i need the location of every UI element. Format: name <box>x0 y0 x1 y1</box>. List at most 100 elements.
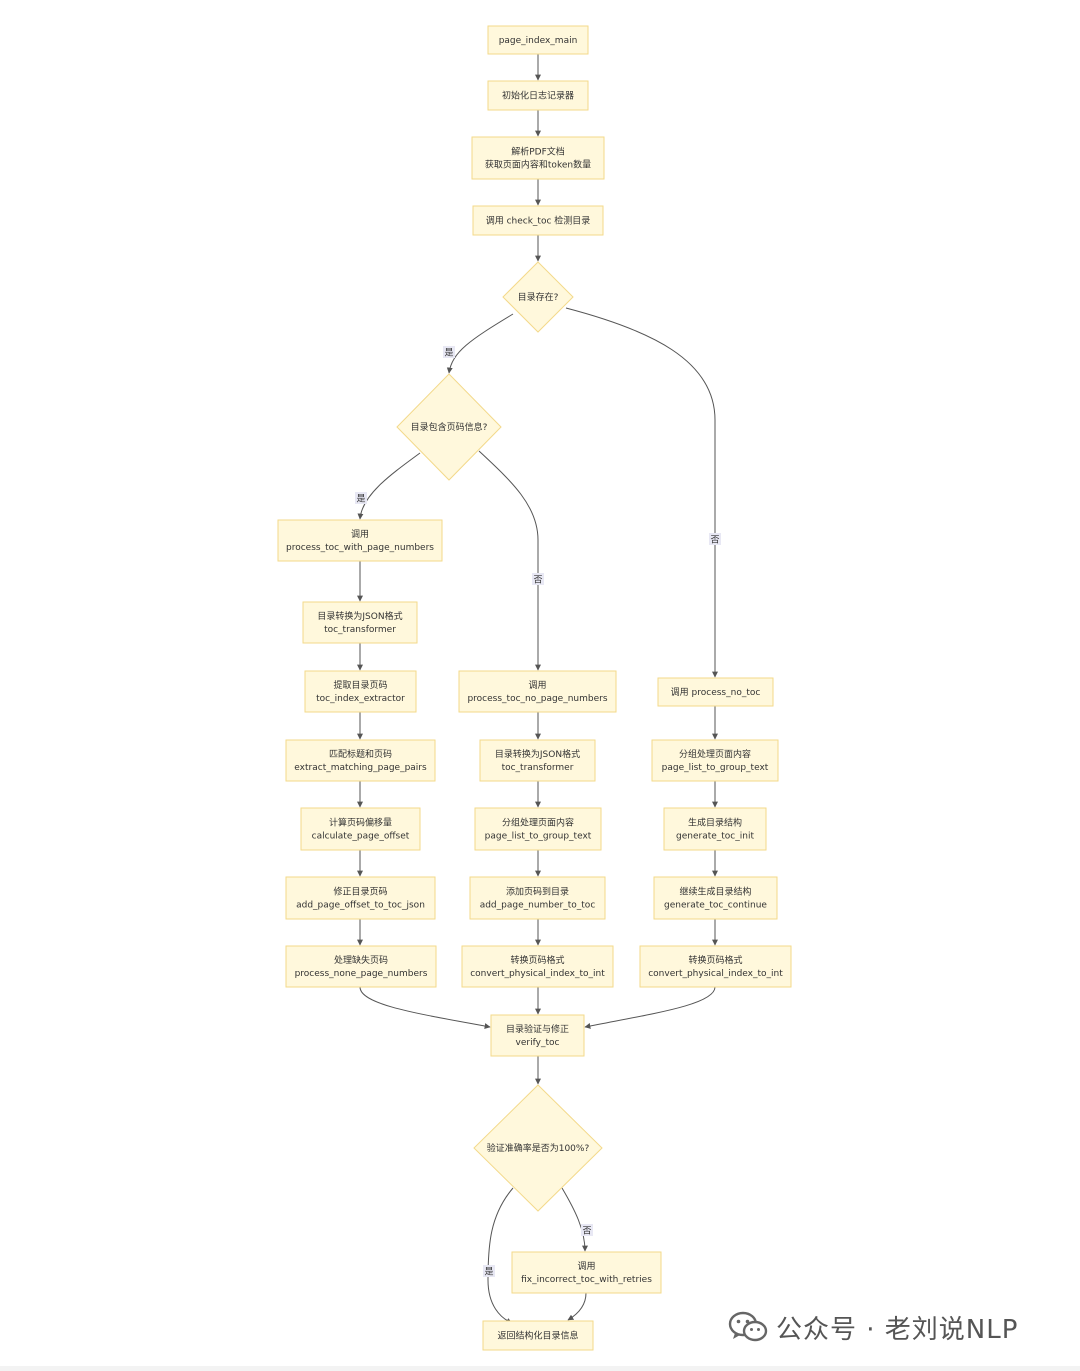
decision-diamond <box>473 1084 603 1212</box>
node-c1: 调用 process_no_toc <box>657 677 774 707</box>
node-label: convert_physical_index_to_int <box>470 969 605 979</box>
edge-label-bg <box>355 492 367 504</box>
node-box <box>285 739 436 782</box>
node-label: 获取页面内容和token数量 <box>485 159 591 171</box>
node-d-acc: 验证准确率是否为100%? <box>473 1084 603 1212</box>
node-label: 解析PDF文档 <box>511 146 565 158</box>
node-label: 转换页码格式 <box>510 954 564 966</box>
node-box <box>639 945 792 988</box>
node-box <box>458 670 617 713</box>
node-label: calculate_page_offset <box>312 832 410 842</box>
node-label: extract_matching_page_pairs <box>294 763 427 773</box>
edge-label-bg <box>483 1265 495 1277</box>
watermark-text: 公众号 · 老刘说NLP <box>776 1314 1019 1345</box>
edge-fix-end <box>567 1292 587 1321</box>
node-label: 修正目录页码 <box>333 886 387 898</box>
node-label: 转换页码格式 <box>688 954 742 966</box>
edge-label-bg <box>443 346 455 358</box>
node-box <box>277 519 443 562</box>
edge-exists-no <box>565 307 718 678</box>
label-pages-no: 否 <box>532 573 544 586</box>
edge-label-text: 是 <box>484 1267 493 1278</box>
node-label: 调用 <box>528 680 546 691</box>
edge-pages-no <box>478 450 541 671</box>
edge-label-text: 否 <box>533 575 542 586</box>
edge-label-bg <box>532 573 544 585</box>
edge-pages-yes <box>357 452 421 520</box>
node-label: 调用 process_no_toc <box>671 687 761 698</box>
label-pages-yes: 是 <box>355 492 367 505</box>
node-label: 调用 <box>577 1261 595 1272</box>
node-label: 添加页码到目录 <box>506 886 569 898</box>
node-a1: 调用 process_toc_with_page_numbers <box>277 519 443 562</box>
node-label: page_list_to_group_text <box>662 763 769 773</box>
bottom-divider <box>0 1366 1080 1371</box>
node-c5: 转换页码格式 convert_physical_index_to_int <box>639 945 792 988</box>
edge-label-bg <box>709 533 721 545</box>
node-box <box>474 807 602 851</box>
node-label: toc_index_extractor <box>316 694 405 704</box>
node-box <box>285 876 436 920</box>
node-box <box>490 1014 585 1057</box>
node-label: 目录验证与修正 <box>506 1023 569 1035</box>
node-logger: 初始化日志记录器 <box>487 80 589 111</box>
edge-acc-no <box>561 1187 588 1252</box>
decision-diamond <box>396 373 502 481</box>
watermark: 公众号 · 老刘说NLP <box>728 1305 1018 1349</box>
node-box <box>285 945 437 988</box>
node-label: 匹配标题和页码 <box>329 748 392 760</box>
edge-exists-yes <box>446 313 514 374</box>
node-label: verify_toc <box>516 1038 560 1048</box>
node-box <box>304 670 417 713</box>
node-end: 返回结构化目录信息 <box>482 1320 594 1351</box>
edge-label-bg <box>581 1224 593 1236</box>
node-b1: 调用 process_toc_no_page_numbers <box>458 670 617 713</box>
node-a5: 计算页码偏移量 calculate_page_offset <box>300 807 421 851</box>
node-box <box>461 945 614 988</box>
node-label: toc_transformer <box>324 625 396 635</box>
node-box <box>657 677 774 707</box>
node-label: 分组处理页面内容 <box>502 817 574 829</box>
node-box <box>663 807 767 851</box>
node-label: 初始化日志记录器 <box>502 90 574 102</box>
edge-label-text: 否 <box>710 535 719 546</box>
edge-label-text: 是 <box>356 494 365 505</box>
label-exists-no: 否 <box>709 533 721 546</box>
node-label: page_list_to_group_text <box>485 832 592 842</box>
label-acc-no: 否 <box>581 1224 593 1237</box>
node-label: page_index_main <box>499 36 578 46</box>
edges <box>357 54 718 1324</box>
node-box <box>302 601 418 644</box>
label-acc-yes: 是 <box>483 1265 495 1278</box>
node-box <box>471 136 605 180</box>
node-label: 提取目录页码 <box>333 680 387 691</box>
edge-c5-verify <box>584 986 716 1029</box>
node-label: 处理缺失页码 <box>334 954 388 966</box>
node-box <box>511 1251 662 1294</box>
node-label: 计算页码偏移量 <box>329 817 392 829</box>
edge-acc-yes <box>487 1187 514 1324</box>
node-label: 目录转换为JSON格式 <box>495 748 580 760</box>
node-box <box>482 1320 594 1351</box>
edge-label-text: 是 <box>444 348 453 359</box>
node-label: 调用 <box>351 529 369 540</box>
node-label: process_toc_no_page_numbers <box>467 694 607 704</box>
node-label: 调用 check_toc 检测目录 <box>486 215 591 227</box>
node-box <box>300 807 421 851</box>
node-box <box>487 80 589 111</box>
node-label: process_toc_with_page_numbers <box>286 543 434 553</box>
node-label: convert_physical_index_to_int <box>648 969 783 979</box>
edge-a7-verify <box>359 986 491 1029</box>
node-label: 验证准确率是否为100%? <box>487 1142 590 1154</box>
node-check: 调用 check_toc 检测目录 <box>472 205 604 236</box>
